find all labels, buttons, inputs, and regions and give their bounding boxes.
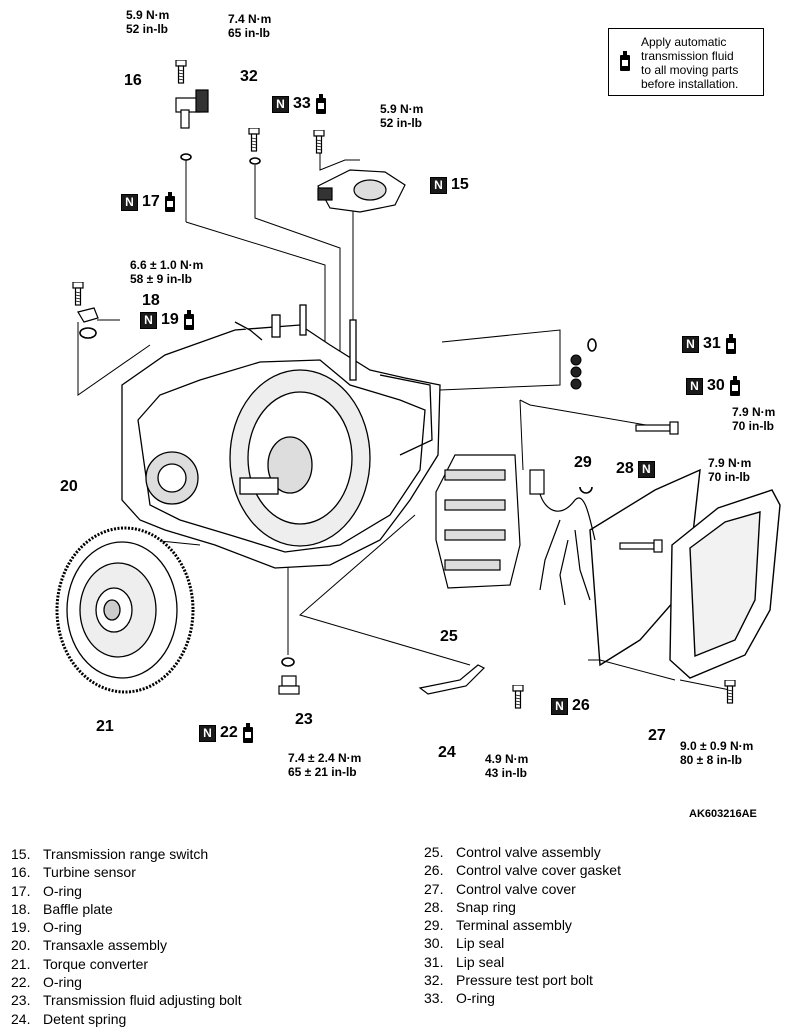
callout-20: 20 xyxy=(60,478,78,495)
legend-item: 28.Snap ring xyxy=(424,898,516,915)
note-line: to all moving parts xyxy=(641,63,739,77)
legend-item: 23.Transmission fluid adjusting bolt xyxy=(11,992,242,1009)
callout-21: 21 xyxy=(96,718,114,735)
callout-19: N 19 xyxy=(140,310,195,330)
callout-33: N 33 xyxy=(272,94,327,114)
control-valve-drawing xyxy=(435,454,521,589)
legend-item: 26.Control valve cover gasket xyxy=(424,862,621,879)
n-box-icon: N xyxy=(140,311,157,329)
torque-converter-drawing xyxy=(55,526,195,694)
fluid-bottle-icon xyxy=(725,334,736,354)
n-box-icon: N xyxy=(686,377,703,395)
transaxle-assembly-drawing xyxy=(121,304,441,569)
n-box-icon: N xyxy=(199,724,216,742)
legend-item: 24.Detent spring xyxy=(11,1010,127,1027)
fluid-bottle-icon xyxy=(183,310,194,330)
legend-item: 29.Terminal assembly xyxy=(424,917,572,934)
callout-31: N 31 xyxy=(682,334,737,354)
callout-27: 27 xyxy=(648,727,666,744)
fluid-bottle-icon xyxy=(729,376,740,396)
callout-15: N 15 xyxy=(430,176,469,194)
n-box-icon: N xyxy=(272,95,289,113)
n-box-icon: N xyxy=(682,335,699,353)
fluid-note-text: Apply automatic transmission fluid to al… xyxy=(641,35,738,91)
turbine-sensor-drawing xyxy=(175,89,209,129)
legend-item: 31.Lip seal xyxy=(424,953,505,970)
fluid-bottle-icon xyxy=(620,51,630,71)
callout-32: 32 xyxy=(240,68,258,85)
reference-code: AK603216AE xyxy=(689,808,757,820)
legend-item: 27.Control valve cover xyxy=(424,880,576,897)
callout-26: N 26 xyxy=(551,697,590,715)
callout-24: 24 xyxy=(438,744,456,761)
legend-item: 18.Baffle plate xyxy=(11,900,113,917)
fluid-bottle-icon xyxy=(242,723,253,743)
legend-item: 17.O-ring xyxy=(11,882,82,899)
note-line: transmission fluid xyxy=(641,49,734,63)
legend-item: 22.O-ring xyxy=(11,974,82,991)
detent-spring-drawing xyxy=(418,664,486,695)
legend-item: 19.O-ring xyxy=(11,919,82,936)
callout-16: 16 xyxy=(124,72,142,89)
legend-item: 20.Transaxle assembly xyxy=(11,937,167,954)
n-box-icon: N xyxy=(637,460,655,478)
callout-17: N 17 xyxy=(121,192,176,212)
callout-22: N 22 xyxy=(199,723,254,743)
exploded-view-diagram xyxy=(55,60,781,709)
legend-item: 21.Torque converter xyxy=(11,955,149,972)
fluid-note: Apply automatic transmission fluid to al… xyxy=(608,28,764,96)
valve-cover-drawing xyxy=(669,489,781,679)
callout-28: 28 N xyxy=(616,460,655,478)
range-switch-drawing xyxy=(317,169,406,213)
legend-item: 25.Control valve assembly xyxy=(424,844,601,860)
callout-23: 23 xyxy=(295,711,313,728)
legend-item: 33.O-ring xyxy=(424,990,495,1007)
callout-25: 25 xyxy=(440,628,458,645)
n-box-icon: N xyxy=(430,176,447,194)
note-line: before installation. xyxy=(641,77,739,91)
legend-right: 25.Control valve assembly 26.Control val… xyxy=(424,843,621,1008)
n-box-icon: N xyxy=(121,193,138,211)
callout-18: 18 xyxy=(142,292,160,309)
legend-item: 32.Pressure test port bolt xyxy=(424,972,593,989)
legend-left: 15.Transmission range switch 16.Turbine … xyxy=(11,845,242,1028)
legend-item: 30.Lip seal xyxy=(424,935,505,952)
callout-30: N 30 xyxy=(686,376,741,396)
fluid-bottle-icon xyxy=(315,94,326,114)
n-box-icon: N xyxy=(551,697,568,715)
legend-item: 16.Turbine sensor xyxy=(11,864,136,881)
legend-item: 15.Transmission range switch xyxy=(11,846,209,862)
callout-29: 29 xyxy=(574,454,592,471)
note-line: Apply automatic xyxy=(641,35,727,49)
fluid-bottle-icon xyxy=(164,192,175,212)
